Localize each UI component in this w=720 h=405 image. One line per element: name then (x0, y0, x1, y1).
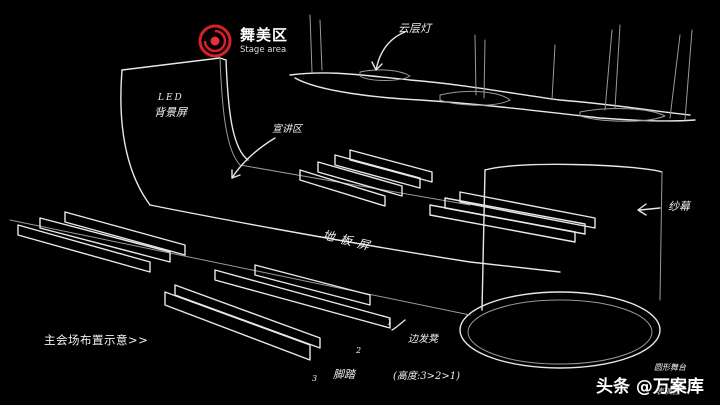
label-side-stool: 边发凳 (408, 334, 438, 345)
layout-caption: 主会场布置示意>> (44, 333, 149, 347)
marker-1: 1 (387, 318, 393, 327)
label-cloud-lights: 云层灯 (398, 22, 431, 35)
label-gauze-curtain: 纱幕 (668, 200, 690, 213)
red-target-icon (198, 24, 232, 58)
label-round-stage: 圆形舞台 (654, 363, 686, 372)
label-round-stage-sub: 表演区 (656, 387, 680, 396)
label-height-note: (高度:3>2>1) (393, 371, 461, 382)
stage-area-header: 舞美区 Stage area (198, 24, 288, 58)
label-lecture-area: 宣讲区 (272, 124, 302, 135)
label-led-screen: 背景屏 (154, 106, 187, 119)
marker-2: 2 (356, 346, 362, 355)
section-subtitle: Stage area (240, 45, 287, 55)
marker-3: 3 (312, 374, 318, 383)
label-step-bench: 脚踏 (333, 368, 355, 381)
watermark: 头条 @万案库 (596, 377, 704, 397)
section-title: 舞美区 (240, 26, 289, 44)
label-led: LED (158, 93, 184, 103)
